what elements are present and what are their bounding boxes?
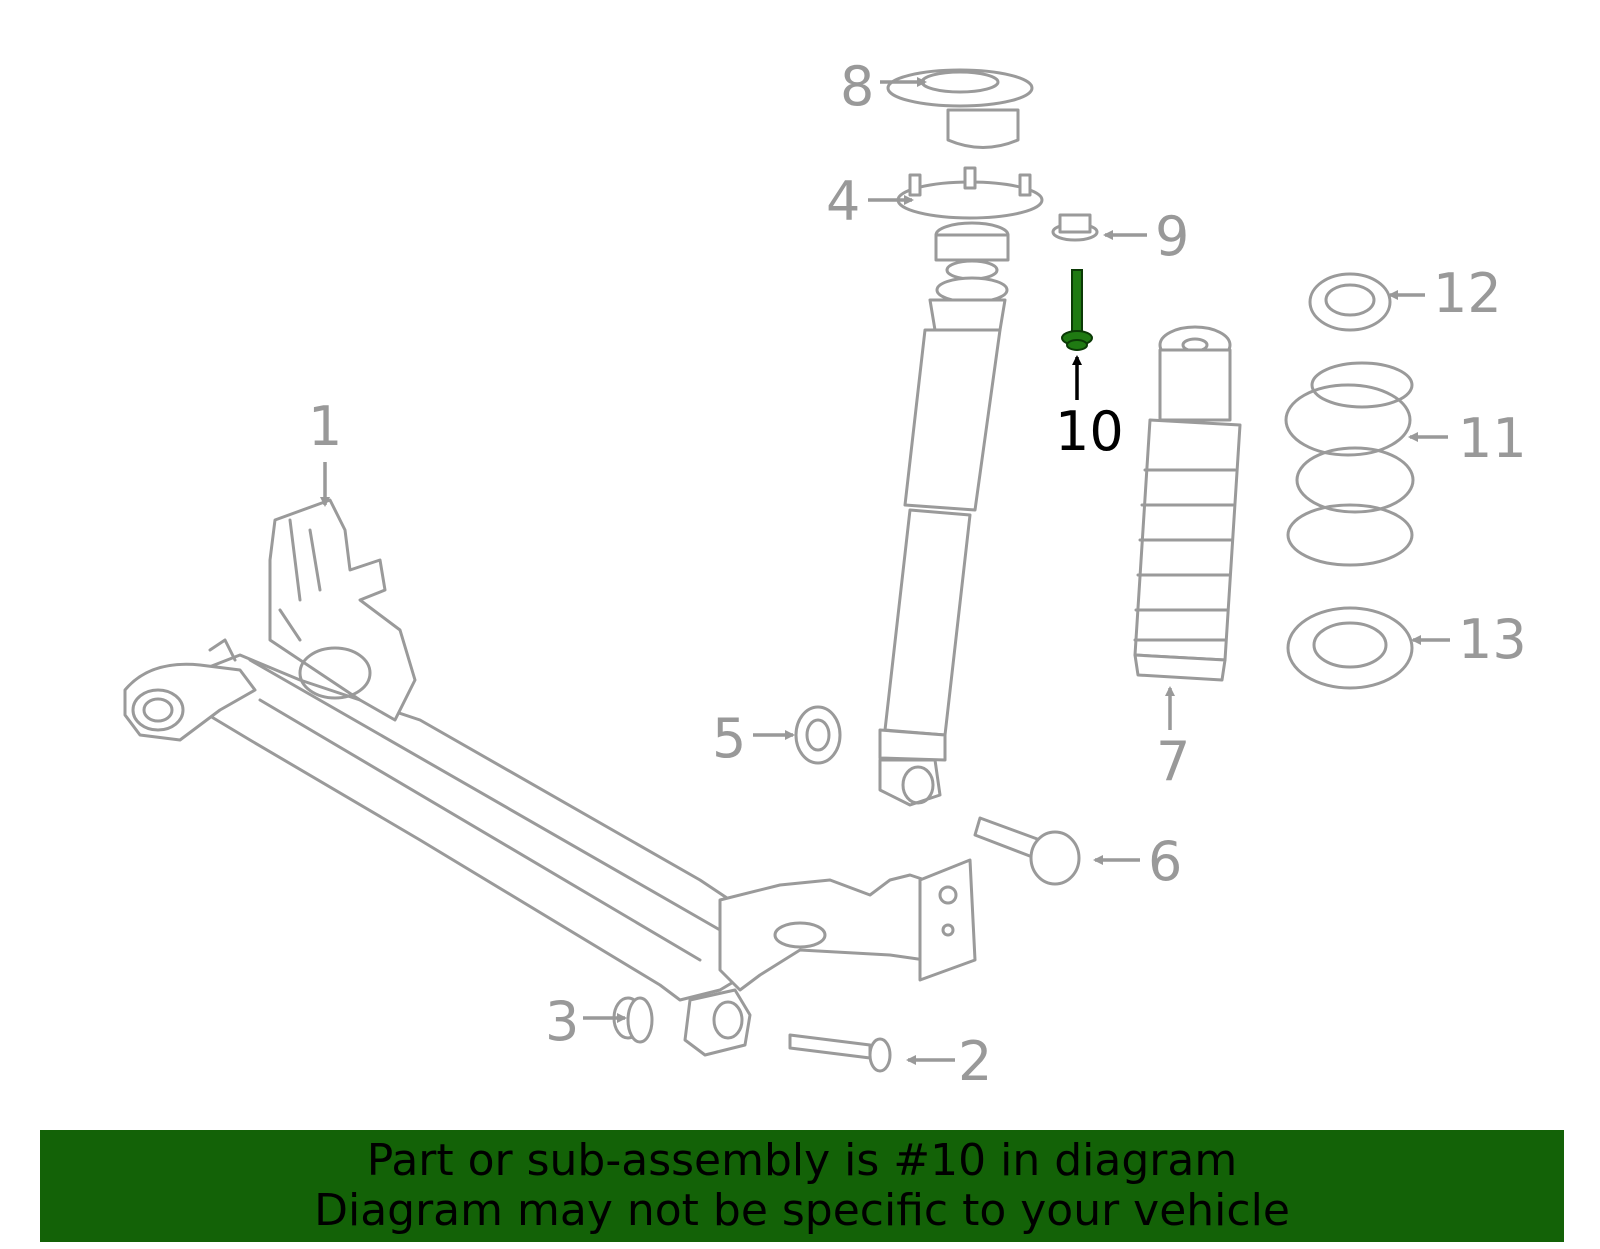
part-9-nut: [1051, 213, 1099, 242]
callout-1: 1: [308, 395, 342, 458]
part-5-bushing: [794, 705, 842, 765]
callout-2: 2: [958, 1030, 992, 1093]
part-7-dust-boot: [1133, 325, 1242, 682]
shock-absorber: [878, 259, 1009, 807]
callout-3: 3: [545, 990, 579, 1053]
callout-13: 13: [1458, 608, 1527, 671]
banner-line-disclaimer: Diagram may not be specific to your vehi…: [314, 1185, 1290, 1236]
callout-8: 8: [840, 55, 874, 118]
callout-6: 6: [1148, 830, 1182, 893]
banner-line-part: Part or sub-assembly is #10 in diagram: [366, 1135, 1238, 1186]
part-4-strut-mount: [896, 166, 1044, 262]
part-13-spring-seat: [1286, 606, 1414, 690]
part-6-bolt: [973, 816, 1081, 886]
parts-diagram: 1 2 3 4 5 6 7 8 9 10 11 12 13: [123, 55, 1527, 1093]
info-banner: Part or sub-assembly is #10 in diagram D…: [40, 1130, 1564, 1242]
part-2-bolt: [788, 1033, 892, 1073]
callout-4: 4: [826, 170, 860, 233]
part-11-coil-spring: [1284, 361, 1415, 567]
part-12-spring-seat: [1308, 272, 1392, 332]
part-3-nut: [612, 996, 654, 1044]
callout-11: 11: [1458, 407, 1527, 470]
leader-arrows: [320, 77, 1450, 1065]
callout-10: 10: [1055, 400, 1124, 463]
callout-12: 12: [1433, 262, 1502, 325]
callout-7: 7: [1156, 730, 1190, 793]
part-10-bolt: [1061, 269, 1093, 351]
callout-9: 9: [1155, 205, 1189, 268]
rear-axle-beam: [123, 498, 977, 1057]
callout-5: 5: [712, 707, 746, 770]
